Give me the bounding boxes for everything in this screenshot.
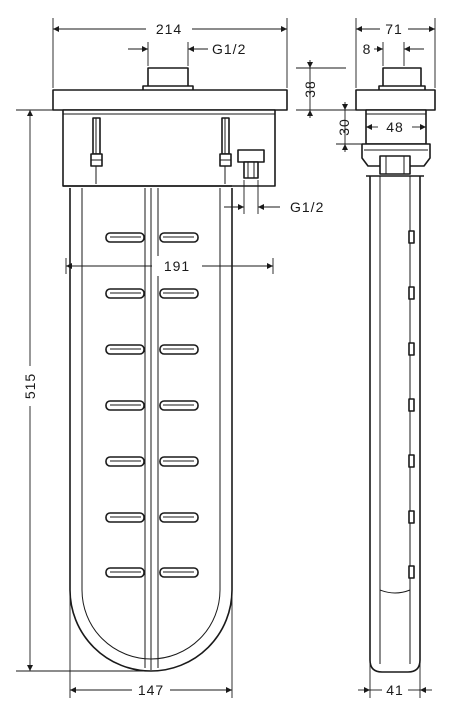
rib-row — [105, 344, 199, 355]
dim-offset: 8 — [363, 41, 424, 66]
inlet-connector — [142, 67, 194, 92]
dim-housing-depth: 48 — [366, 118, 426, 136]
rib-row — [105, 567, 199, 578]
dim-label-8: 8 — [363, 41, 372, 57]
dim-label-515: 515 — [22, 373, 38, 399]
dim-depth-bottom: 41 — [358, 660, 432, 698]
dim-width-bottom: 147 — [69, 594, 233, 698]
dim-label-71: 71 — [385, 21, 403, 37]
dim-label-41: 41 — [386, 682, 404, 698]
side-rib-marks — [408, 230, 415, 579]
dim-label-191: 191 — [164, 258, 190, 274]
rib-row — [105, 232, 199, 243]
dim-width-mid: 191 — [65, 256, 274, 276]
dim-height-total: 515 — [16, 109, 150, 672]
dim-label-outlet-thread: G1/2 — [290, 199, 324, 215]
upper-housing — [62, 109, 276, 187]
dim-depth-top: 71 — [355, 18, 436, 88]
dim-housing-height: 30 — [336, 102, 364, 152]
basket-ribs — [105, 232, 199, 578]
dim-label-147: 147 — [138, 682, 164, 698]
dim-label-214: 214 — [156, 21, 182, 37]
rib-row — [105, 456, 199, 467]
dim-inlet-thread: G1/2 — [128, 41, 246, 66]
side-basket-body — [366, 175, 424, 673]
rib-row — [105, 288, 199, 299]
dim-width-top: 214 — [52, 18, 288, 88]
side-top-plate — [355, 89, 436, 111]
front-view: 214 G1/2 G1/2 191 — [16, 18, 324, 698]
dim-outlet-thread: G1/2 — [224, 180, 324, 215]
side-view: 71 8 38 30 — [296, 18, 436, 698]
rib-row — [105, 512, 199, 523]
side-inlet-connector — [378, 67, 426, 92]
rib-row — [105, 400, 199, 411]
dim-label-30: 30 — [336, 118, 352, 136]
dim-label-inlet-thread: G1/2 — [212, 41, 246, 57]
dim-label-48: 48 — [386, 119, 404, 135]
dim-cap-height: 38 — [296, 60, 352, 118]
top-plate — [52, 89, 288, 111]
basket-body — [69, 188, 233, 672]
dim-label-38: 38 — [302, 80, 318, 98]
